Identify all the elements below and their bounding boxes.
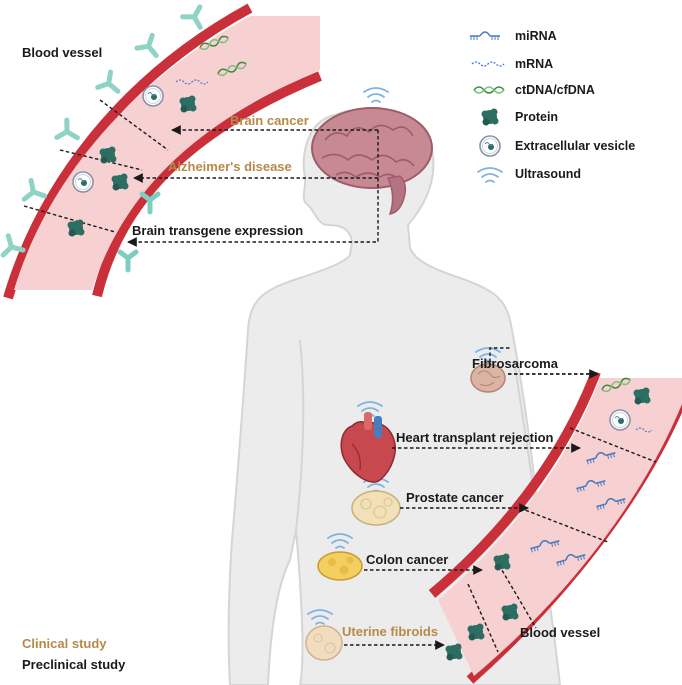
label-alzheimers: Alzheimer's disease (168, 159, 292, 174)
receptor-icon (120, 252, 136, 270)
protein-icon (501, 603, 519, 621)
brain-illustration (311, 107, 433, 215)
blood-vessel-label-top: Blood vessel (22, 45, 102, 60)
fibrosarcoma-tumor-illustration (470, 363, 506, 393)
vessel-segment-divider (23, 205, 116, 233)
vessel-segment-divider (569, 427, 657, 463)
vessel-segment-divider (519, 507, 609, 543)
legend-mirna-icon (469, 31, 501, 41)
key-preclinical-study: Preclinical study (22, 657, 126, 672)
receptor-icon (183, 7, 209, 33)
vesicle-icon (609, 409, 631, 431)
ultrasound-icon (363, 87, 389, 103)
legend-label-protein: Protein (515, 110, 558, 124)
key-clinical-study: Clinical study (22, 636, 107, 651)
protein-icon (633, 387, 651, 405)
legend-label-vesicle: Extracellular vesicle (515, 139, 635, 153)
vesicle-icon (72, 171, 94, 193)
label-prostate-cancer: Prostate cancer (406, 490, 504, 505)
receptor-icon (98, 72, 125, 99)
protein-icon (467, 623, 485, 641)
legend-label-ctdna: ctDNA/cfDNA (515, 83, 595, 97)
blood-vessel-label-bottom: Blood vessel (520, 625, 600, 640)
receptor-icon (57, 120, 83, 146)
label-colon-cancer: Colon cancer (366, 552, 448, 567)
legend-label-mirna: miRNA (515, 29, 557, 43)
blood-vessel-top (3, 3, 322, 300)
label-brain-transgene: Brain transgene expression (132, 223, 303, 238)
protein-icon (445, 643, 463, 661)
label-fibrosarcoma: Fibrosarcoma (472, 356, 559, 371)
blood-vessel-bottom (428, 370, 682, 684)
mrna-icon (175, 79, 209, 85)
vessel-segment-divider (99, 99, 169, 151)
legend-ctdna-icon (473, 86, 505, 94)
vesicle-icon (142, 85, 164, 107)
legend-label-ultrasound: Ultrasound (515, 167, 581, 181)
legend: miRNA mRNA ctDNA/cfDNA Protein Extracell… (469, 29, 635, 183)
label-heart-rejection: Heart transplant rejection (396, 430, 554, 445)
legend-mrna-icon (471, 61, 505, 67)
legend-protein-icon (481, 108, 499, 126)
protein-icon (179, 95, 197, 113)
protein-icon (67, 219, 85, 237)
protein-icon (493, 553, 511, 571)
brain-flow-arrows (127, 125, 379, 247)
mrna-icon (635, 427, 653, 433)
uterine-fibroid-illustration (305, 625, 343, 661)
legend-ultrasound-icon (477, 167, 503, 183)
vessel-segment-divider (495, 559, 537, 629)
heart-illustration (340, 412, 396, 483)
protein-icon (99, 146, 117, 164)
colon-tumor-illustration (317, 551, 363, 581)
legend-label-mrna: mRNA (515, 57, 553, 71)
label-uterine-fibroids: Uterine fibroids (342, 624, 438, 639)
arrow-brain-transgene (127, 130, 379, 247)
organ-flow-arrows (344, 347, 599, 650)
vessel-segment-divider (467, 583, 499, 653)
prostate-tumor-illustration (351, 490, 401, 526)
label-brain-cancer: Brain cancer (230, 113, 309, 128)
protein-icon (111, 173, 129, 191)
legend-vesicle-icon (479, 135, 501, 157)
receptor-icon (137, 35, 164, 62)
